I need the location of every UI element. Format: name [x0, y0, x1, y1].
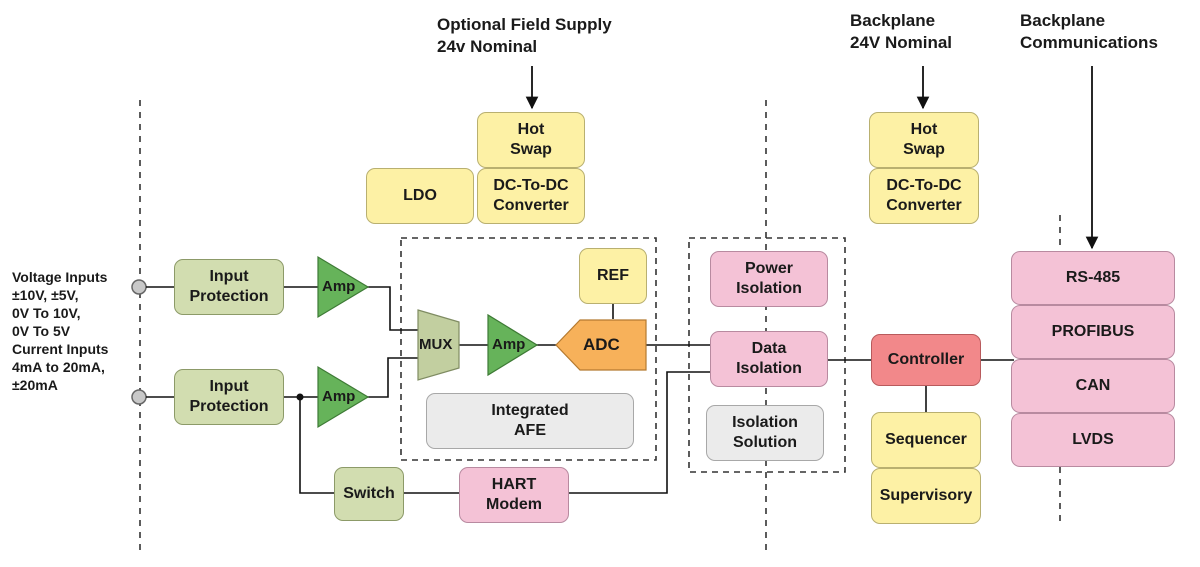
junction-dot	[296, 393, 304, 401]
dcdc-converter-block-1[interactable]: DC-To-DC Converter	[477, 168, 585, 224]
ref-block[interactable]: REF	[579, 248, 647, 304]
mux-shape	[417, 309, 460, 381]
input-terminal	[131, 389, 147, 405]
amp-3-shape	[487, 313, 539, 377]
amp-1-label: Amp	[322, 278, 356, 295]
amp-2-shape	[317, 365, 370, 429]
field-supply-label: Optional Field Supply 24v Nominal	[437, 15, 612, 56]
isolation-group-box	[688, 237, 846, 473]
backplane-power-label: Backplane 24V Nominal	[850, 11, 953, 52]
switch-block[interactable]: Switch	[334, 467, 404, 521]
mux-label: MUX	[419, 336, 453, 353]
hart-modem-block[interactable]: HART Modem	[459, 467, 569, 523]
sequencer-block[interactable]: Sequencer	[871, 412, 981, 468]
amp-2-label: Amp	[322, 388, 356, 405]
amp-3-label: Amp	[492, 336, 526, 353]
afe-group-box	[400, 237, 657, 461]
ldo-block[interactable]: LDO	[366, 168, 474, 224]
isolation-solution-block[interactable]: Isolation Solution	[706, 405, 824, 461]
input-terminal	[131, 279, 147, 295]
adc-shape	[555, 319, 647, 371]
integrated-afe-block[interactable]: Integrated AFE	[426, 393, 634, 449]
dcdc-converter-block-2[interactable]: DC-To-DC Converter	[869, 168, 979, 224]
input-protection-block-2[interactable]: Input Protection	[174, 369, 284, 425]
rs485-block[interactable]: RS-485	[1011, 251, 1175, 305]
controller-block[interactable]: Controller	[871, 334, 981, 386]
power-isolation-block[interactable]: Power Isolation	[710, 251, 828, 307]
lvds-block[interactable]: LVDS	[1011, 413, 1175, 467]
inputs-label: Voltage Inputs ±10V, ±5V, 0V To 10V, 0V …	[12, 269, 109, 393]
can-block[interactable]: CAN	[1011, 359, 1175, 413]
backplane-comms-label: Backplane Communications	[1020, 11, 1158, 52]
profibus-block[interactable]: PROFIBUS	[1011, 305, 1175, 359]
input-protection-block-1[interactable]: Input Protection	[174, 259, 284, 315]
hot-swap-block-1[interactable]: Hot Swap	[477, 112, 585, 168]
hot-swap-block-2[interactable]: Hot Swap	[869, 112, 979, 168]
adc-label: ADC	[583, 335, 620, 354]
amp-1-shape	[317, 255, 370, 319]
data-isolation-block[interactable]: Data Isolation	[710, 331, 828, 387]
supervisory-block[interactable]: Supervisory	[871, 468, 981, 524]
